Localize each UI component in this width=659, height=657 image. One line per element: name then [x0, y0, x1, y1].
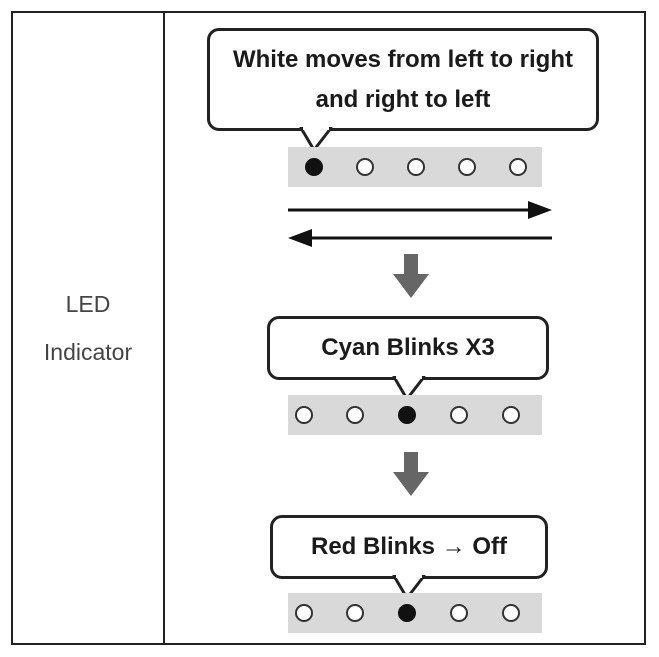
led-dot — [305, 158, 323, 176]
bubble-text: Red Blinks → Off — [310, 533, 508, 560]
led-dot — [346, 604, 364, 622]
bubble-text: Cyan Blinks X3 — [321, 334, 495, 361]
arrow-down-icon — [393, 254, 429, 298]
column-divider — [163, 11, 165, 645]
row-label-line-1: LED — [65, 291, 111, 317]
message-bubble-cyan: Cyan Blinks X3 — [267, 316, 549, 380]
led-dot — [458, 158, 476, 176]
table-frame — [11, 11, 646, 645]
arrow-left-icon — [288, 229, 552, 247]
led-strip-1 — [288, 147, 542, 187]
led-dot — [502, 406, 520, 424]
led-dot — [407, 158, 425, 176]
row-label-line-2: Indicator — [43, 339, 133, 365]
speech-bubble-tail — [392, 376, 426, 401]
led-dot — [450, 406, 468, 424]
led-dot — [295, 604, 313, 622]
sweep-arrows — [288, 201, 552, 247]
led-dot — [502, 604, 520, 622]
message-bubble-white: White moves from left to right and right… — [207, 28, 599, 131]
arrow-right-icon — [288, 201, 552, 219]
row-label-cell: LED Indicator — [13, 13, 163, 643]
led-dot — [346, 406, 364, 424]
arrow-down-icon — [393, 452, 429, 496]
message-bubble-red: Red Blinks → Off — [270, 515, 548, 579]
led-strip-3 — [288, 593, 542, 633]
led-dot — [398, 604, 416, 622]
speech-bubble-tail — [299, 127, 333, 152]
led-dot — [450, 604, 468, 622]
led-dot — [356, 158, 374, 176]
bubble-text-line-1: White moves from left to right — [232, 45, 573, 73]
led-dot — [295, 406, 313, 424]
led-dot — [509, 158, 527, 176]
led-dot — [398, 406, 416, 424]
bubble-text-line-2: and right to left — [315, 85, 491, 113]
led-strip-2 — [288, 395, 542, 435]
speech-bubble-tail — [392, 575, 426, 600]
